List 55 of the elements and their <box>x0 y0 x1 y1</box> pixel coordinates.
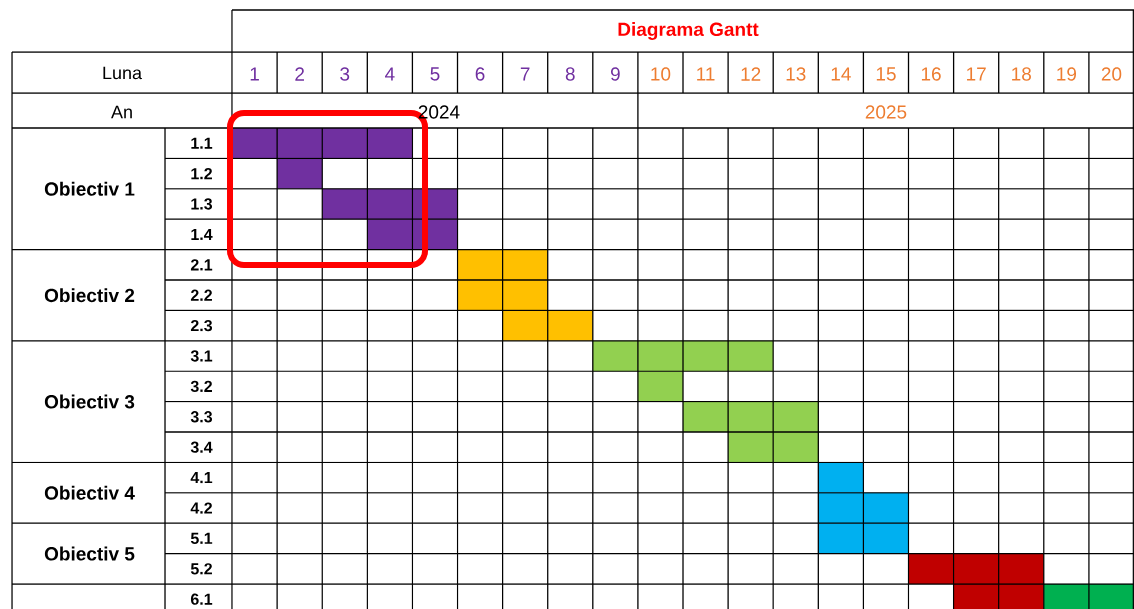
task-number: 4.2 <box>190 502 212 514</box>
month-number: 8 <box>565 67 575 81</box>
task-number: 5.1 <box>190 532 213 544</box>
row-header: An <box>111 105 132 119</box>
month-number: 4 <box>385 67 395 81</box>
task-number: 3.2 <box>190 380 212 393</box>
task-bar <box>457 249 548 280</box>
month-number: 18 <box>1012 67 1031 81</box>
month-number: 19 <box>1057 67 1076 81</box>
month-number: 20 <box>1101 67 1122 81</box>
row-header: Luna <box>103 66 142 80</box>
task-number: 4.1 <box>190 472 213 484</box>
objective-label: Obiectiv 5 <box>44 546 135 561</box>
year-label: 2025 <box>865 105 907 119</box>
month-number: 6 <box>475 67 485 81</box>
task-number: 3.3 <box>190 411 213 423</box>
month-number: 7 <box>520 67 530 81</box>
month-number: 16 <box>921 67 941 81</box>
month-number: 10 <box>651 67 671 81</box>
month-number: 17 <box>967 67 986 81</box>
task-bar <box>728 432 819 463</box>
objective-label: Obiectiv 2 <box>44 288 135 303</box>
month-number: 11 <box>697 67 715 81</box>
task-bar <box>908 553 1044 584</box>
objective-label: Obiectiv 1 <box>44 181 135 196</box>
month-number: 15 <box>876 67 896 81</box>
task-bar <box>818 523 909 554</box>
objective-label: Obiectiv 3 <box>44 394 135 409</box>
task-bar <box>1043 584 1134 609</box>
month-number: 2 <box>295 67 304 81</box>
objective-label: Obiectiv 4 <box>44 485 135 500</box>
year-label: 2024 <box>418 105 460 119</box>
task-bar <box>953 584 1044 609</box>
month-number: 5 <box>430 67 440 81</box>
month-number: 3 <box>340 67 350 81</box>
month-number: 13 <box>786 67 806 81</box>
task-number: 5.2 <box>190 563 212 575</box>
task-number: 2.1 <box>190 259 213 271</box>
task-number: 6.1 <box>190 593 213 605</box>
task-number: 3.1 <box>190 350 213 362</box>
task-number: 1.3 <box>191 198 213 210</box>
task-number: 1.1 <box>191 137 213 149</box>
task-number: 1.2 <box>191 168 212 180</box>
month-number: 1 <box>250 67 259 81</box>
month-number: 12 <box>741 67 761 81</box>
task-number: 3.4 <box>190 441 213 453</box>
chart-title: Diagrama Gantt <box>618 22 759 40</box>
task-number: 2.3 <box>190 319 213 332</box>
month-number: 14 <box>831 67 851 81</box>
task-number: 2.2 <box>190 289 212 301</box>
month-number: 9 <box>610 67 620 81</box>
task-bar <box>502 310 593 341</box>
task-number: 1.4 <box>191 228 213 240</box>
task-bar <box>457 280 548 311</box>
task-bar <box>683 401 819 432</box>
